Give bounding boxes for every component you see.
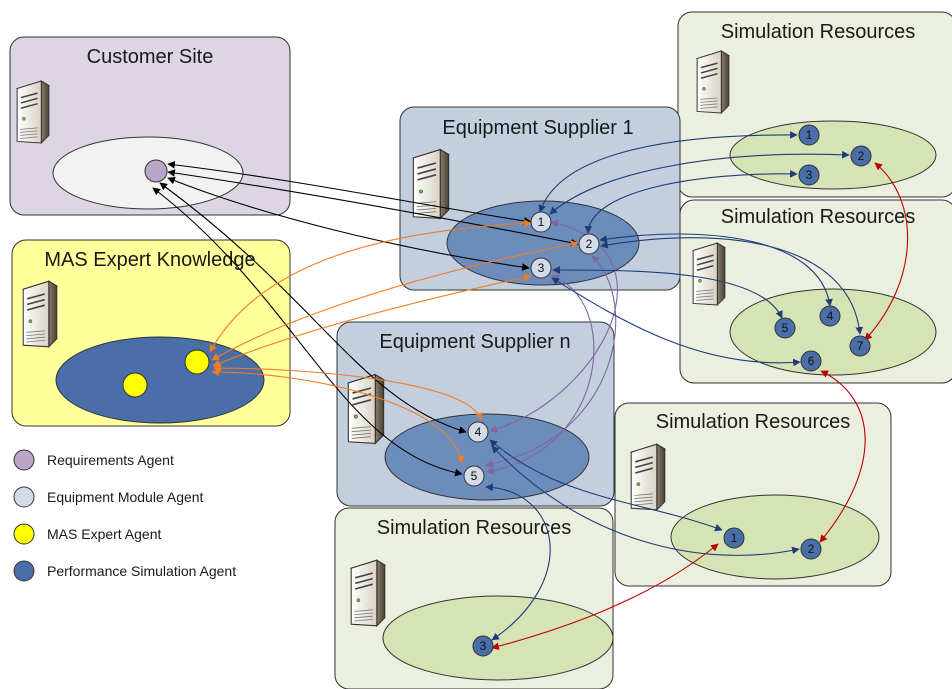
server-icon xyxy=(16,80,50,144)
link-s1-3-r2-6 xyxy=(551,277,801,367)
mas-expert-agent-node xyxy=(184,349,210,375)
legend-label: Requirements Agent xyxy=(47,452,174,468)
link-s1-2-r2-7 xyxy=(600,237,864,335)
equipment-supplier-1-title: Equipment Supplier 1 xyxy=(442,117,633,139)
legend-swatch xyxy=(13,523,35,545)
server-icon xyxy=(696,50,730,114)
node-label: 5 xyxy=(471,469,478,483)
legend-label: Equipment Module Agent xyxy=(47,489,204,505)
performance-simulation-agent-node: 7 xyxy=(849,335,871,357)
legend-label: Performance Simulation Agent xyxy=(47,563,236,579)
equipment-module-agent-node: 2 xyxy=(578,233,600,255)
equipment-module-agent-node: 1 xyxy=(530,211,552,233)
legend-label: MAS Expert Agent xyxy=(47,526,162,542)
sim-resources-title-3: Simulation Resources xyxy=(656,411,851,433)
legend-swatch xyxy=(13,449,35,471)
node-label: 1 xyxy=(538,215,545,229)
equipment-module-agent-node: 5 xyxy=(463,465,485,487)
link-s1-1-r1-2 xyxy=(549,150,850,215)
node-label: 3 xyxy=(806,168,813,182)
sim-resources-title-1: Simulation Resources xyxy=(721,21,916,43)
link-expert-sn-5 xyxy=(211,368,465,464)
node-label: 4 xyxy=(475,425,482,439)
performance-simulation-agent-node: 1 xyxy=(798,124,820,146)
link-r3-1-r4-3 xyxy=(491,543,719,650)
performance-simulation-agent-node: 4 xyxy=(819,305,841,327)
node-label: 2 xyxy=(808,542,815,556)
legend-swatch xyxy=(13,486,35,508)
node-label: 2 xyxy=(586,237,593,251)
equipment-module-agent-node: 3 xyxy=(530,257,552,279)
agent-nodes: 1 2 3 4 5 1 2 3 xyxy=(122,124,872,657)
sim-resources-title-4: Simulation Resources xyxy=(377,517,572,539)
link-r2-6-r3-2 xyxy=(819,370,866,543)
performance-simulation-agent-node: 3 xyxy=(798,164,820,186)
node-label: 3 xyxy=(480,639,487,653)
performance-simulation-agent-node: 6 xyxy=(800,350,822,372)
legend-item: MAS Expert Agent xyxy=(13,523,162,545)
node-label: 3 xyxy=(538,261,545,275)
server-icon xyxy=(350,559,386,627)
legend-swatch xyxy=(13,560,35,582)
customer-site-box: Customer Site xyxy=(9,36,291,216)
link-sn4-r3-2 xyxy=(491,445,800,556)
legend-item: Equipment Module Agent xyxy=(13,486,204,508)
mas-expert-knowledge-box: MAS Expert Knowledge xyxy=(11,239,291,427)
sim-resources-box-4: Simulation Resources xyxy=(334,507,614,689)
equipment-module-agent-node: 4 xyxy=(467,421,489,443)
node-label: 5 xyxy=(782,321,789,335)
sim-resources-box-3: Simulation Resources xyxy=(614,402,892,587)
server-icon xyxy=(22,280,58,348)
node-label: 1 xyxy=(731,531,738,545)
node-label: 4 xyxy=(827,309,834,323)
customer-site-title: Customer Site xyxy=(87,46,214,68)
link-r1-2-r2-7 xyxy=(864,162,909,341)
legend: Requirements Agent Equipment Module Agen… xyxy=(13,449,236,582)
link-s1-2-r1-3 xyxy=(584,170,798,234)
legend-item: Requirements Agent xyxy=(13,449,174,471)
mas-expert-ellipse xyxy=(55,336,265,424)
performance-simulation-agent-node: 3 xyxy=(472,635,494,657)
performance-simulation-agent-node: 2 xyxy=(800,538,822,560)
server-icon xyxy=(347,373,385,445)
node-label: 2 xyxy=(858,149,865,163)
server-icon xyxy=(630,443,666,511)
performance-simulation-agent-node: 1 xyxy=(723,527,745,549)
mas-expert-agent-node xyxy=(122,372,148,398)
performance-simulation-agent-node: 2 xyxy=(850,145,872,167)
server-icon xyxy=(692,242,726,306)
node-label: 1 xyxy=(806,128,813,142)
sim-resources-title-2: Simulation Resources xyxy=(721,206,916,228)
sim-resources-ellipse-3 xyxy=(670,494,880,580)
requirements-agent-node xyxy=(144,159,168,183)
sim-resources-ellipse-4 xyxy=(382,595,614,681)
legend-item: Performance Simulation Agent xyxy=(13,560,236,582)
server-icon xyxy=(412,148,450,220)
performance-simulation-agent-node: 5 xyxy=(774,317,796,339)
equipment-supplier-n-title: Equipment Supplier n xyxy=(379,331,570,353)
connections xyxy=(152,131,909,650)
node-label: 7 xyxy=(857,339,864,353)
node-label: 6 xyxy=(808,354,815,368)
